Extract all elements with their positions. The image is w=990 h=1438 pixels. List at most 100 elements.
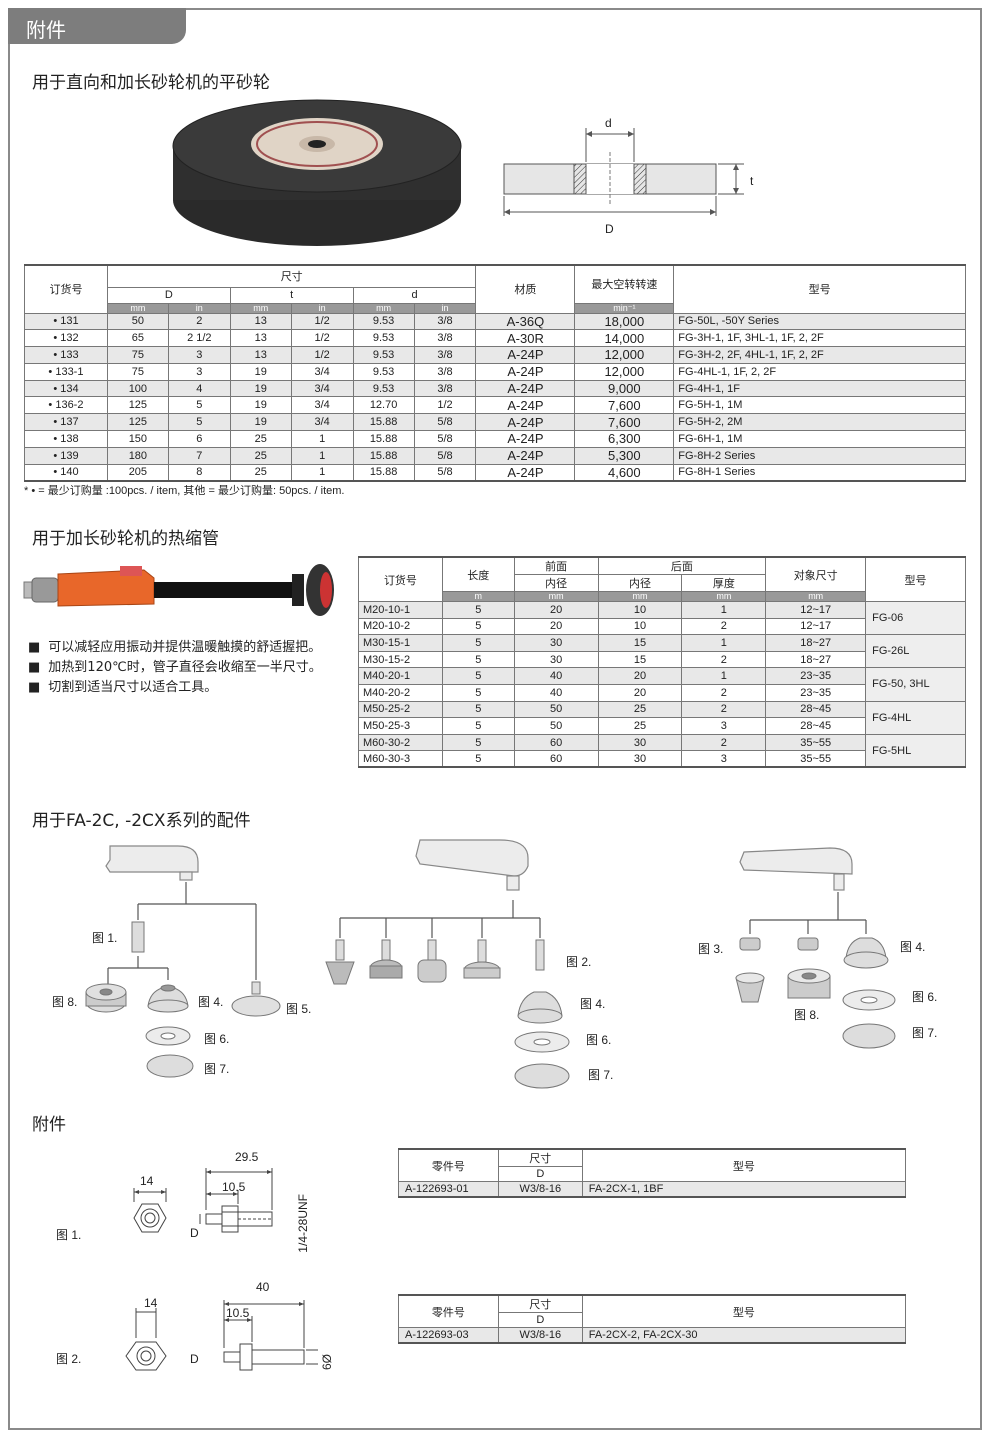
cell-order: M30-15-1 (358, 634, 443, 652)
accessory-tree-diagram (85, 839, 896, 1089)
fig-label: 图 1. (92, 931, 118, 945)
section2-title: 用于加长砂轮机的热缩管 (32, 529, 219, 549)
order-note: * • = 最少订购量 :100pcs. / item, 其他 = 最少订购量:… (24, 485, 345, 497)
diagram-label-d: d (605, 116, 612, 130)
cell-front: 60 (513, 733, 599, 752)
section3-title: 用于FA-2C, -2CX系列的配件 (32, 811, 251, 831)
col-D: D (106, 286, 231, 304)
cell-back: 10 (597, 617, 683, 636)
cell-length: 5 (441, 650, 515, 669)
cell-speed: 5,300 (574, 446, 675, 465)
unit-mm: mm (597, 591, 683, 602)
cell-model: FG-06 (865, 600, 966, 636)
heat-shrink-table: 订货号 长度 前面 后面 对象尺寸 型号 内径 内径 厚度 m mm mm mm… (358, 556, 966, 769)
cell-order: • 131 (24, 312, 108, 331)
col-model: 型号 (673, 264, 966, 314)
cell-order: • 133-1 (24, 362, 108, 381)
cell-speed: 6,300 (574, 430, 675, 448)
heat-shrink-bullets: 可以减轻应用振动并提供温暖触摸的舒适握把。 加热到120℃时，管子直径会收缩至一… (28, 638, 322, 698)
grinding-wheel-table: 订货号 尺寸 材质 最大空转转速 型号 D t d mm in mm in mm… (24, 264, 966, 482)
cell-material: A-24P (475, 379, 576, 398)
col-model: 型号 (581, 1148, 907, 1182)
cell-target: 12~17 (765, 601, 867, 619)
cell-D-in: 6 (167, 430, 231, 448)
part-number: A-122693-03 (398, 1327, 499, 1343)
cell-D-mm: 125 (106, 413, 169, 432)
fig-label: 图 4. (900, 940, 926, 954)
fig1-dim-hex: 14 (140, 1174, 154, 1188)
cell-model: FG-4HL (865, 700, 966, 735)
cell-D-in: 5 (167, 413, 231, 432)
cell-D-mm: 180 (106, 446, 169, 465)
fig2-dim-hex: 14 (144, 1296, 158, 1310)
accessory-table-1: 零件号 尺寸 型号 D A-122693-01 W3/8-16 FA-2CX-1… (398, 1148, 907, 1198)
cell-model: FG-3H-2, 2F, 4HL-1, 1F, 2, 2F (673, 346, 966, 364)
unit-in: in (167, 302, 231, 314)
cell-front: 20 (513, 601, 599, 619)
cell-target: 18~27 (765, 634, 867, 652)
col-part: 零件号 (398, 1148, 499, 1182)
cell-t-mm: 25 (229, 446, 292, 465)
cell-back: 25 (597, 717, 683, 735)
fig1-dim-D: D (190, 1226, 199, 1240)
header-tab: 附件 (8, 8, 186, 44)
cell-length: 5 (441, 700, 515, 719)
col-order: 订货号 (24, 264, 108, 314)
cell-back: 20 (597, 683, 683, 702)
cell-target: 35~55 (765, 733, 867, 752)
cell-material: A-24P (475, 463, 576, 482)
cell-target: 12~17 (765, 617, 867, 636)
cell-order: M40-20-2 (358, 683, 443, 702)
diagram-label-D: D (605, 222, 614, 236)
cell-t-in: 3/4 (290, 362, 354, 381)
cell-order: M20-10-1 (358, 601, 443, 619)
fig2-drawing (125, 1300, 318, 1371)
page-frame (8, 8, 982, 1430)
cell-D-mm: 65 (106, 329, 169, 348)
cell-order: M50-25-3 (358, 717, 443, 735)
cell-t-in: 1/2 (290, 329, 354, 348)
col-front-inner: 内径 (513, 574, 599, 592)
cell-t-in: 1 (290, 446, 354, 465)
cell-d-in: 3/8 (413, 362, 477, 381)
cell-front: 60 (513, 750, 599, 768)
cell-t-mm: 19 (229, 362, 292, 381)
col-target: 对象尺寸 (765, 556, 867, 592)
cell-length: 5 (441, 683, 515, 702)
cell-length: 5 (441, 717, 515, 735)
diagram-label-t: t (750, 174, 754, 188)
cell-order: M50-25-2 (358, 700, 443, 719)
cell-model: FG-8H-1 Series (673, 463, 966, 482)
part-size: W3/8-16 (497, 1327, 583, 1343)
cell-D-mm: 75 (106, 346, 169, 364)
cell-d-mm: 9.53 (352, 312, 415, 331)
cell-t-in: 1 (290, 430, 354, 448)
cell-back: 10 (597, 601, 683, 619)
bullet-item: 加热到120℃时，管子直径会收缩至一半尺寸。 (28, 658, 321, 678)
fig1-label: 图 1. (56, 1228, 82, 1242)
cell-d-in: 5/8 (413, 413, 477, 432)
cell-order: • 139 (24, 446, 108, 465)
cell-thick: 1 (681, 634, 767, 652)
cell-target: 23~35 (765, 683, 867, 702)
cell-length: 5 (441, 617, 515, 636)
cell-model: FG-50L, -50Y Series (673, 312, 966, 331)
bullet-item: 切割到适当尺寸以适合工具。 (28, 678, 322, 698)
cell-t-in: 3/4 (290, 396, 354, 415)
col-front: 前面 (513, 556, 599, 575)
cell-order: • 132 (24, 329, 108, 348)
cell-t-in: 3/4 (290, 379, 354, 398)
fig1-dim-total: 29.5 (235, 1150, 259, 1164)
fig-label: 图 6. (912, 990, 938, 1004)
cell-thick: 1 (681, 667, 767, 685)
col-part: 零件号 (398, 1294, 499, 1328)
cell-d-in: 3/8 (413, 379, 477, 398)
